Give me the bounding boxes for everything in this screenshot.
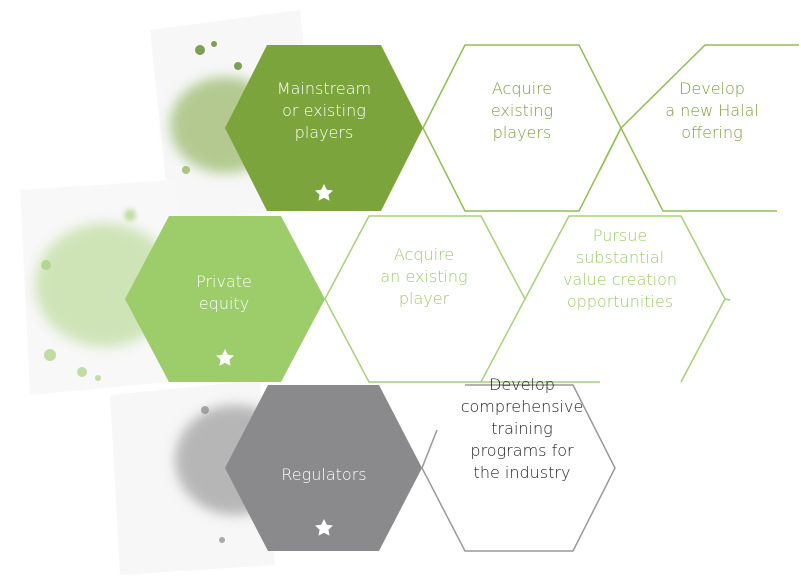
label-regulators: Regulators bbox=[281, 465, 366, 484]
connector-line bbox=[724, 298, 731, 301]
connector-line bbox=[599, 127, 622, 171]
star-icon bbox=[315, 184, 333, 201]
star-icon bbox=[216, 349, 234, 366]
hexagon-outline-value-creation bbox=[524, 215, 726, 383]
hexagon-private-equity bbox=[125, 216, 325, 382]
hexagon-outline-training-programs bbox=[421, 384, 616, 552]
hexagon-mainstream-players bbox=[225, 45, 423, 211]
hexagon-regulators bbox=[225, 385, 422, 551]
star-icon bbox=[315, 519, 333, 536]
